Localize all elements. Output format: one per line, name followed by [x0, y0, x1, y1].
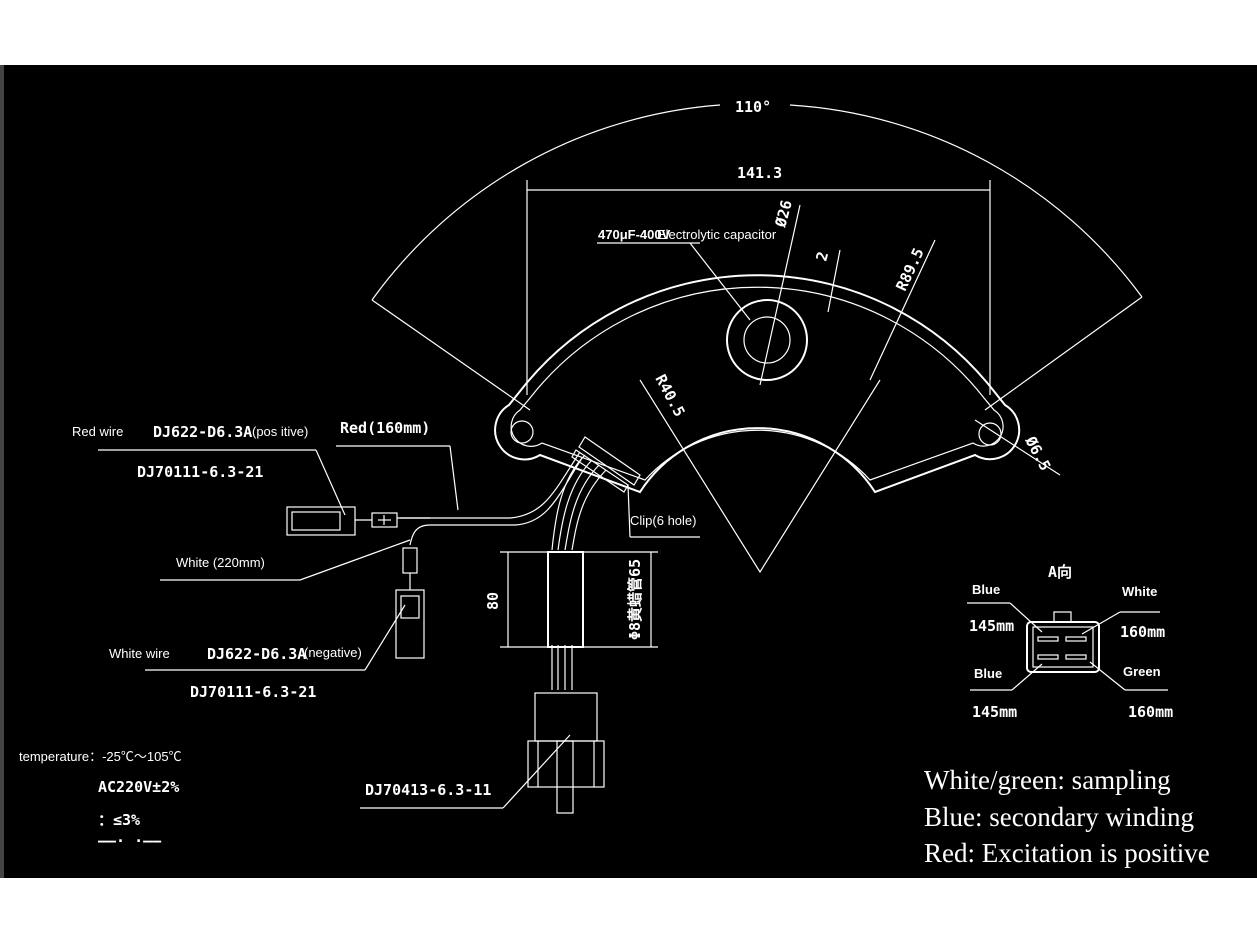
red-wire-part: DJ622-D6.3A [153, 423, 252, 441]
angle-label: 110° [735, 98, 771, 116]
top-margin [0, 0, 1257, 65]
angle-dimension: 110° [371, 98, 1143, 411]
mount-hole-right [978, 422, 1002, 446]
capacitor-outline [726, 299, 808, 381]
spec-cut-off: ――· ·―― [98, 832, 162, 850]
white-terminal [395, 547, 425, 659]
legend-white-green: White/green: sampling [924, 765, 1171, 795]
width-dimension: 141.3 [526, 164, 991, 395]
pin-4-length: 160mm [1128, 703, 1173, 721]
capacitor-value: 470μF-400V [598, 227, 671, 242]
connector-a-view: A向 Blue 145mm White 160mm Blue 145mm Gre… [967, 563, 1173, 721]
white-wire-part: DJ622-D6.3A [207, 645, 306, 663]
white-wire-terminal: DJ70111-6.3-21 [190, 683, 316, 701]
capacitor-label: Electrolytic capacitor [657, 227, 777, 242]
gap-label: 2 [812, 250, 832, 263]
spec-temperature: temperature：-25℃～105℃ [19, 749, 182, 764]
plate-outline [494, 274, 1021, 494]
pin-3-color: Blue [974, 666, 1002, 681]
pin-3-length: 145mm [972, 703, 1017, 721]
clip [571, 436, 641, 493]
white-wire-length: White (220mm) [176, 555, 265, 570]
color-legend: White/green: sampling Blue: secondary wi… [924, 765, 1210, 868]
tube: 80 Φ8黄蜡管65 [484, 551, 658, 648]
pin-4-color: Green [1123, 664, 1161, 679]
width-label: 141.3 [737, 164, 782, 182]
pin-2-length: 160mm [1120, 623, 1165, 641]
clip-label: Clip(6 hole) [630, 513, 696, 528]
red-wire-label: Red wire [72, 424, 123, 439]
legend-red: Red: Excitation is positive [924, 838, 1210, 868]
white-wire-label: White wire [109, 646, 170, 661]
pin-2-color: White [1122, 584, 1157, 599]
tube-length-label: 80 [484, 592, 502, 610]
pin-1-color: Blue [972, 582, 1000, 597]
a-view-title: A向 [1048, 563, 1072, 581]
spec-regulation: ：≤3% [98, 811, 140, 829]
red-terminal [286, 506, 430, 536]
tube-label: Φ8黄蜡管65 [626, 559, 644, 640]
left-edge [0, 65, 4, 878]
spec-voltage: AC220V±2% [98, 778, 179, 796]
output-connector: DJ70413-6.3-11 [360, 692, 605, 814]
red-wire-note: (pos itive) [252, 424, 308, 439]
white-wire-note: (negative) [304, 645, 362, 660]
red-wire-length: Red(160mm) [340, 419, 430, 437]
pin-1-length: 145mm [969, 617, 1014, 635]
legend-blue: Blue: secondary winding [924, 802, 1194, 832]
red-wire-terminal: DJ70111-6.3-21 [137, 463, 263, 481]
specs: temperature：-25℃～105℃ AC220V±2% ：≤3% ――·… [19, 749, 182, 850]
mount-hole-left [510, 420, 534, 444]
connector-part-label: DJ70413-6.3-11 [365, 781, 491, 799]
wire-bundle [400, 451, 607, 690]
